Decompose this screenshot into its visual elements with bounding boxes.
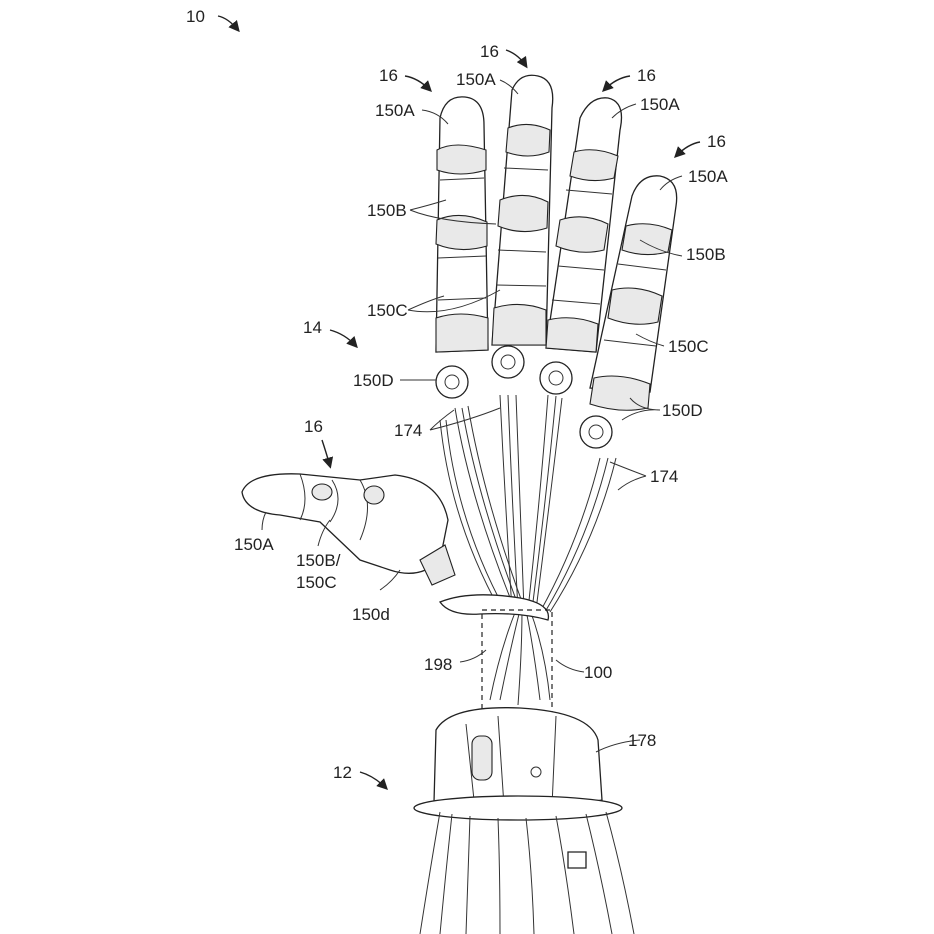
finger-ring bbox=[539, 97, 623, 395]
label-150a-middle: 150A bbox=[456, 70, 496, 89]
label-150a-thumb: 150A bbox=[234, 535, 274, 554]
label-16-thumb: 16 bbox=[304, 417, 323, 436]
region-100-outline bbox=[481, 609, 553, 721]
cable-bundle bbox=[438, 394, 617, 706]
label-150c-left: 150C bbox=[367, 301, 408, 320]
label-150b-right: 150B bbox=[686, 245, 726, 264]
label-10: 10 bbox=[186, 7, 205, 26]
label-150c-right: 150C bbox=[668, 337, 709, 356]
leader-lines bbox=[217, 15, 701, 790]
label-16-ring: 16 bbox=[637, 66, 656, 85]
label-178: 178 bbox=[628, 731, 656, 750]
label-16-middle: 16 bbox=[480, 42, 499, 61]
label-16-little: 16 bbox=[707, 132, 726, 151]
label-150b-thumb: 150B/ bbox=[296, 551, 341, 570]
label-100: 100 bbox=[584, 663, 612, 682]
label-150d-right: 150D bbox=[662, 401, 703, 420]
reference-labels: 10 16 16 16 16 16 150A 150A 150A 150A 15… bbox=[186, 7, 728, 782]
wrist-housing bbox=[413, 707, 623, 821]
label-150d-left: 150D bbox=[353, 371, 394, 390]
thumb bbox=[241, 473, 456, 586]
label-198: 198 bbox=[424, 655, 452, 674]
finger-index bbox=[435, 96, 489, 399]
label-150a-index: 150A bbox=[375, 101, 415, 120]
finger-little bbox=[579, 175, 678, 449]
label-150a-little: 150A bbox=[688, 167, 728, 186]
label-150d-thumb: 150d bbox=[352, 605, 390, 624]
label-12: 12 bbox=[333, 763, 352, 782]
label-150a-ring: 150A bbox=[640, 95, 680, 114]
label-14: 14 bbox=[303, 318, 322, 337]
label-150c-thumb: 150C bbox=[296, 573, 337, 592]
label-174-right: 174 bbox=[650, 467, 678, 486]
label-150b-left: 150B bbox=[367, 201, 407, 220]
label-16-index: 16 bbox=[379, 66, 398, 85]
label-174-left: 174 bbox=[394, 421, 422, 440]
forearm-cables bbox=[419, 811, 635, 934]
finger-middle bbox=[491, 74, 554, 379]
